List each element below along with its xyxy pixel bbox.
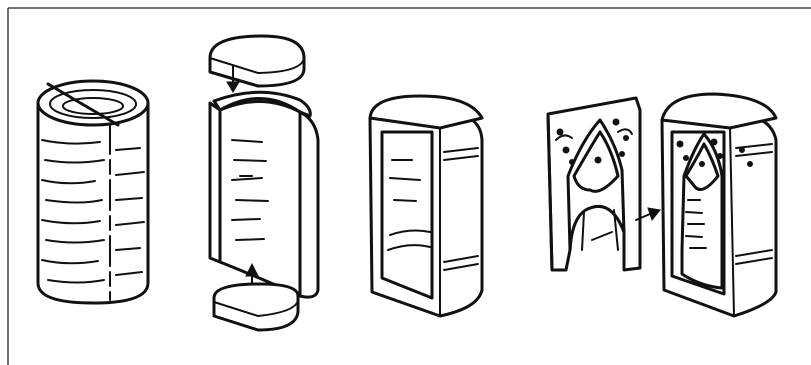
step-assembled-frame: [370, 96, 482, 316]
step-finished-shrine: [662, 94, 776, 316]
step-split-shell: [210, 36, 318, 330]
shell-inner: [220, 101, 300, 296]
shell-outer-side: [300, 112, 318, 297]
shrine-top: [662, 94, 776, 128]
step-log: [38, 81, 148, 303]
frame-opening: [382, 132, 432, 298]
insert-guide-line: [592, 232, 612, 240]
step-carved-panel: [548, 98, 660, 270]
top-cap: [210, 36, 304, 86]
